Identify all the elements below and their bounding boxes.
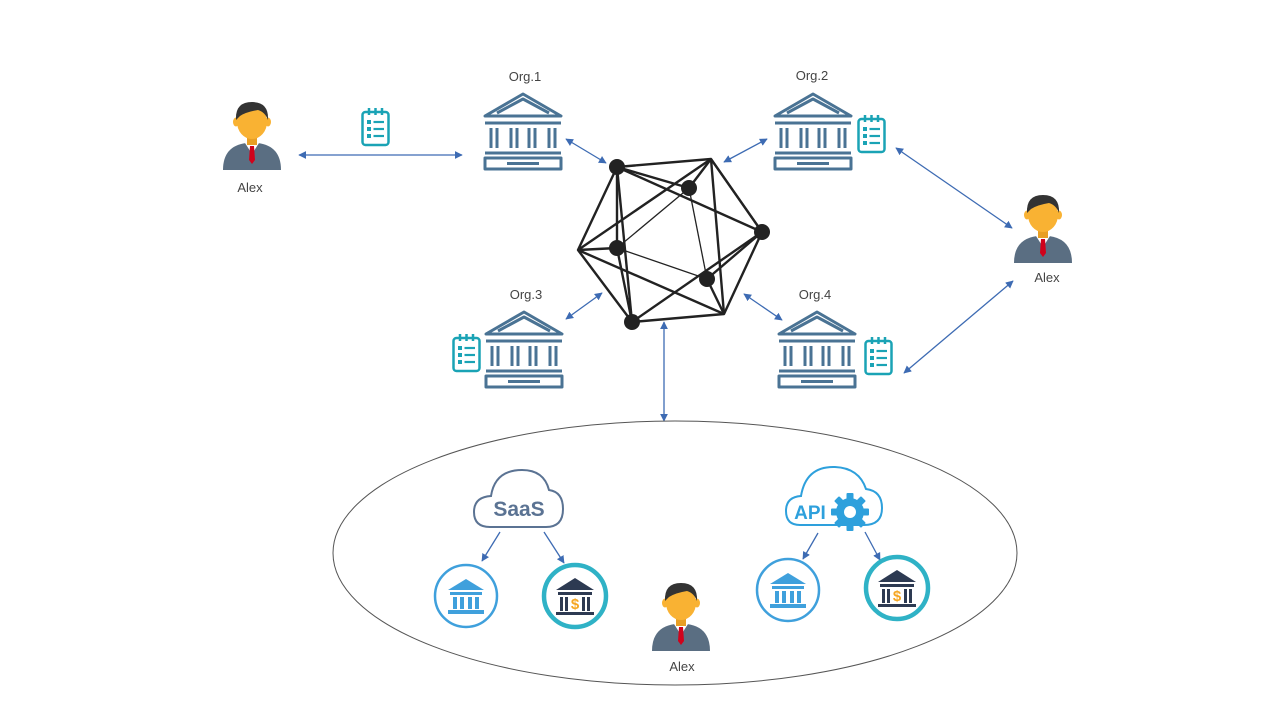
- person-icon: [223, 102, 281, 170]
- arrow-org4-alex2: [903, 280, 1014, 374]
- org-1-label: Org.1: [508, 69, 542, 84]
- person-icon: [652, 583, 710, 651]
- user-label-right: Alex: [1034, 270, 1060, 285]
- network-polyhedron-icon: [576, 157, 770, 330]
- api-label: API: [794, 503, 826, 524]
- document-icon: [452, 332, 481, 373]
- arrow-saas-bank-light: [481, 531, 501, 562]
- arrow-org3-network: [565, 292, 603, 320]
- bank-icon: [866, 557, 928, 619]
- services-ellipse: [332, 420, 1018, 686]
- person-icon: [1014, 195, 1072, 263]
- user-label-bottom: Alex: [669, 659, 695, 674]
- arrow-org2-alex2: [895, 147, 1013, 229]
- user-label-left: Alex: [237, 180, 263, 195]
- document-icon: [864, 335, 893, 376]
- arrow-saas-bank-dark: [543, 531, 565, 564]
- bank-icon: [777, 310, 857, 389]
- bank-icon: [484, 310, 564, 389]
- saas-label: SaaS: [493, 498, 544, 521]
- arrow-org1-network: [565, 138, 607, 164]
- bank-icon: [433, 563, 499, 629]
- org-3-label: Org.3: [509, 287, 543, 302]
- arrow-api-bank-light: [802, 532, 819, 560]
- document-icon: [361, 106, 390, 147]
- bank-icon: [483, 92, 563, 171]
- bank-icon: [773, 92, 853, 171]
- org-4-label: Org.4: [798, 287, 832, 302]
- cloud-icon: [472, 468, 565, 528]
- arrow-api-bank-dark: [864, 531, 881, 561]
- document-icon: [857, 113, 886, 154]
- bank-icon: [755, 557, 821, 623]
- arrow-org4-network: [743, 293, 783, 321]
- gear-icon: [831, 493, 869, 531]
- connection-arrows: [298, 138, 1014, 564]
- bank-icon: [544, 565, 606, 627]
- org-2-label: Org.2: [795, 68, 829, 83]
- arrow-org2-network: [723, 138, 768, 163]
